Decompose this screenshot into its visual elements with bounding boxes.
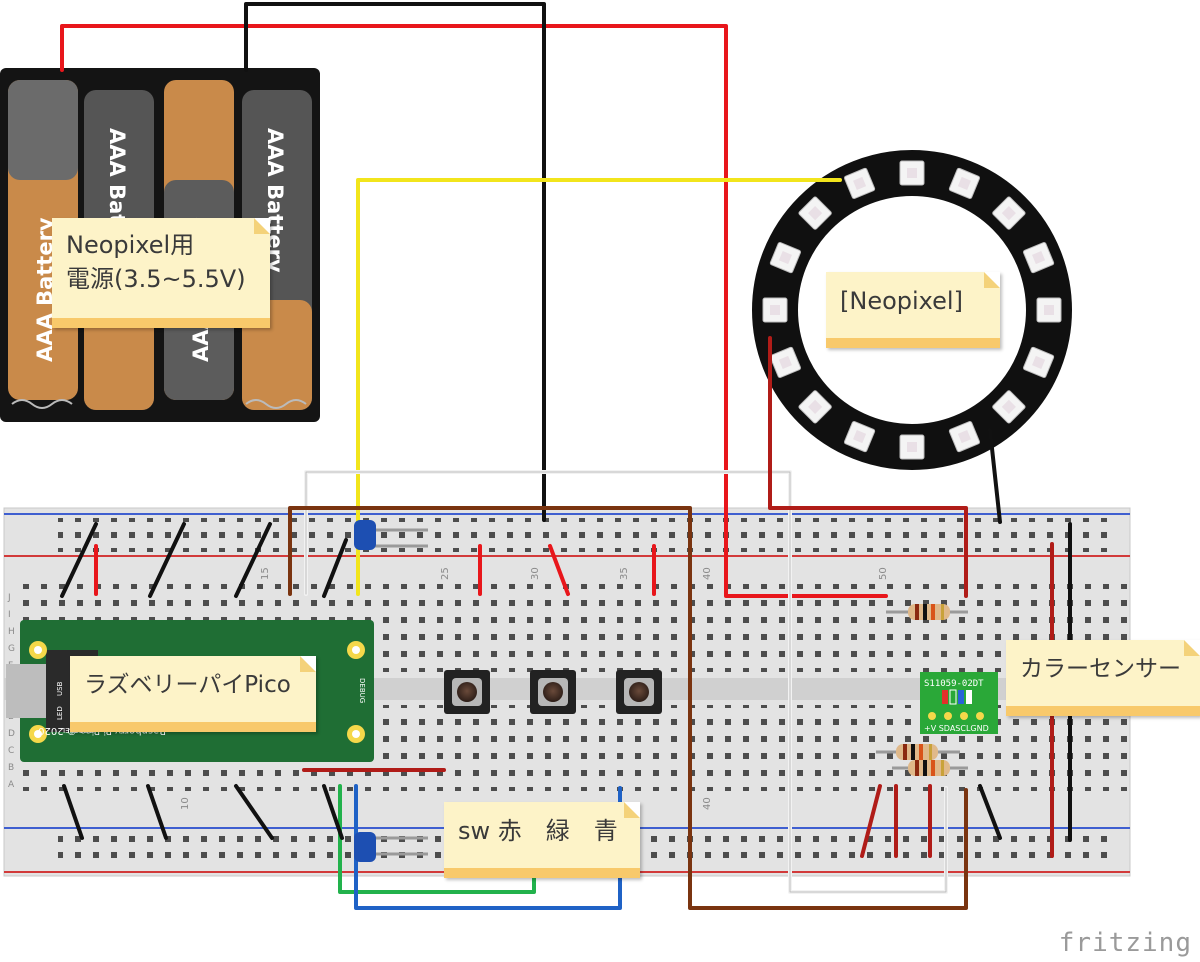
- capacitor: [354, 520, 428, 550]
- resistor: [892, 760, 968, 776]
- wires: [60, 2, 1072, 910]
- note-color-sensor: カラーセンサー: [1006, 640, 1200, 716]
- neopixel-led-die: [853, 430, 867, 444]
- push-button-red[interactable]: [444, 670, 490, 714]
- neopixel-led-die: [907, 168, 917, 178]
- neopixel-led-die: [853, 176, 867, 190]
- neopixel-led-die: [1001, 206, 1016, 221]
- color-sensor-module: S11059-02DT +V SDASCLGND: [920, 672, 998, 734]
- neopixel-ring: [752, 150, 1072, 470]
- wire-green: [338, 784, 536, 894]
- neopixel-led-die: [957, 430, 971, 444]
- pico-debug-label: DEBUG: [358, 678, 366, 703]
- neopixel-led-die: [1001, 399, 1016, 414]
- row-letter: J: [7, 593, 11, 603]
- row-letter: G: [8, 644, 15, 654]
- neopixel-led-die: [957, 176, 971, 190]
- wire-neopixel-power: [768, 336, 968, 598]
- wire-brown: [288, 506, 968, 910]
- row-letter: B: [8, 763, 14, 773]
- neopixel-leds: [762, 160, 1062, 460]
- row-letter: A: [8, 780, 15, 790]
- breadboard-col-number: 15: [260, 567, 271, 580]
- push-button-blue[interactable]: [616, 670, 662, 714]
- note-neopixel-text: [Neopixel]: [840, 287, 963, 315]
- wire-black-battery: [244, 2, 546, 522]
- neopixel-led-die: [778, 251, 792, 265]
- neopixel-led-die: [1032, 355, 1046, 369]
- sensor-pin-labels: +V SDASCLGND: [924, 724, 989, 733]
- wire-yellow-data: [356, 178, 842, 596]
- breadboard-col-number: 30: [530, 567, 541, 580]
- neopixel-led-die: [808, 399, 823, 414]
- breadboard-col-number: 40: [702, 797, 713, 810]
- note-switches-text: sw 赤 緑 青: [458, 817, 618, 845]
- breadboard-col-number: 50: [878, 567, 889, 580]
- breadboard-col-number: 40: [702, 567, 713, 580]
- neopixel-led-die: [1032, 251, 1046, 265]
- breadboard-col-number: 25: [440, 567, 451, 580]
- sensor-part-number: S11059-02DT: [924, 679, 984, 689]
- neopixel-led-die: [907, 442, 917, 452]
- note-power-line1: Neopixel用: [66, 231, 195, 259]
- row-letter: C: [8, 746, 14, 756]
- note-neopixel: [Neopixel]: [826, 272, 1000, 348]
- breadboard-col-number: 35: [619, 567, 630, 580]
- wire-neopixel-gnd: [988, 428, 1002, 524]
- note-power-line2: 電源(3.5~5.5V): [66, 265, 246, 293]
- note-switches: sw 赤 緑 青: [444, 802, 640, 878]
- neopixel-led-die: [770, 305, 780, 315]
- note-neopixel-power: Neopixel用電源(3.5~5.5V): [52, 218, 270, 328]
- neopixel-led-die: [778, 355, 792, 369]
- fritzing-logo: fritzing: [1058, 928, 1192, 958]
- row-letter: I: [8, 610, 11, 620]
- row-letter: D: [8, 729, 15, 739]
- note-pico: ラズベリーパイPico: [70, 656, 316, 732]
- wire-red-battery: [60, 24, 888, 598]
- resistor: [876, 744, 960, 760]
- breadboard-col-number: 10: [180, 797, 191, 810]
- resistor: [886, 604, 968, 620]
- pico-usb-label: USB: [56, 681, 64, 696]
- pico-led-label: LED: [56, 706, 64, 720]
- capacitor: [354, 832, 428, 862]
- note-sensor-text: カラーセンサー: [1020, 656, 1181, 682]
- push-button-green[interactable]: [530, 670, 576, 714]
- neopixel-led-die: [808, 206, 823, 221]
- row-letter: H: [8, 627, 15, 637]
- note-pico-text: ラズベリーパイPico: [84, 672, 291, 698]
- neopixel-led-die: [1044, 305, 1054, 315]
